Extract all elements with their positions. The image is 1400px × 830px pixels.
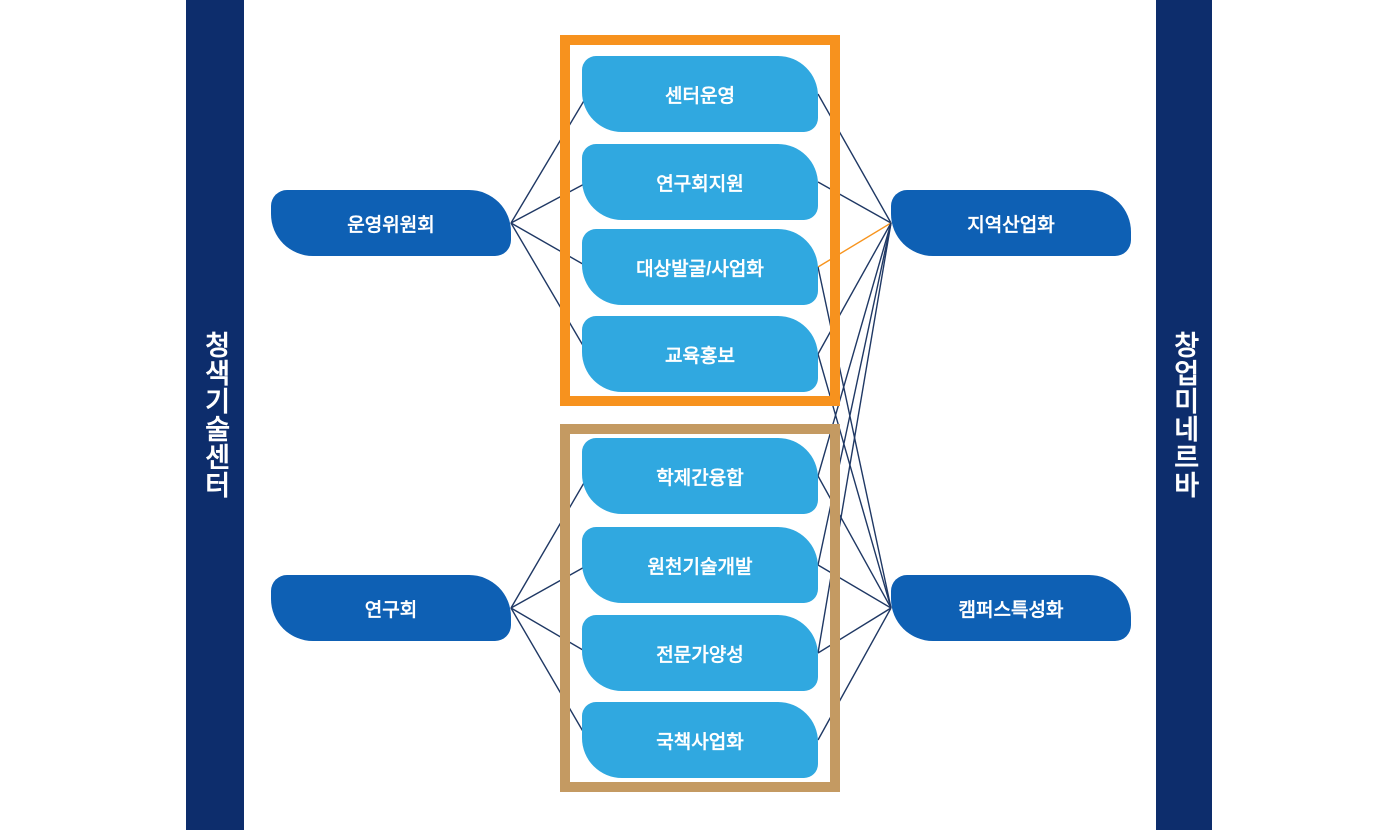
node-regional-industrialization-label: 지역산업화: [967, 214, 1055, 236]
upper-group-item-2-label: 대상발굴/사업화: [636, 258, 764, 280]
upper-group-item-3[interactable]: 교육홍보: [582, 316, 818, 392]
node-regional-industrialization[interactable]: 지역산업화: [891, 190, 1131, 256]
node-steering-committee-label: 운영위원회: [347, 214, 435, 236]
upper-group-item-0-label: 센터운영: [665, 85, 735, 107]
lower-group-item-3[interactable]: 국책사업화: [582, 702, 818, 778]
node-steering-committee[interactable]: 운영위원회: [271, 190, 511, 256]
right-side-banner-label: 창업미네르바: [1169, 331, 1200, 499]
upper-group-item-1[interactable]: 연구회지원: [582, 144, 818, 220]
lower-group-item-1-label: 원천기술개발: [647, 556, 753, 578]
lower-group-item-3-label: 국책사업화: [656, 731, 744, 753]
lower-group-item-1[interactable]: 원천기술개발: [582, 527, 818, 603]
node-research-society[interactable]: 연구회: [271, 575, 511, 641]
upper-group-item-0[interactable]: 센터운영: [582, 56, 818, 132]
right-side-banner: 창업미네르바: [1156, 0, 1212, 830]
lower-group-frame: [560, 424, 840, 792]
lower-group-item-2[interactable]: 전문가양성: [582, 615, 818, 691]
upper-group-item-1-label: 연구회지원: [656, 173, 744, 195]
lower-group-item-2-label: 전문가양성: [656, 644, 744, 666]
lower-group-item-0[interactable]: 학제간융합: [582, 438, 818, 514]
left-side-banner-label: 청색기술센터: [200, 331, 231, 499]
node-campus-specialization-label: 캠퍼스특성화: [958, 599, 1064, 621]
left-side-banner: 청색기술센터: [186, 0, 244, 830]
upper-group-item-2[interactable]: 대상발굴/사업화: [582, 229, 818, 305]
upper-group-frame: [560, 35, 840, 406]
node-research-society-label: 연구회: [364, 599, 418, 621]
lower-group-item-0-label: 학제간융합: [656, 467, 744, 489]
upper-group-item-3-label: 교육홍보: [665, 345, 735, 367]
node-campus-specialization[interactable]: 캠퍼스특성화: [891, 575, 1131, 641]
